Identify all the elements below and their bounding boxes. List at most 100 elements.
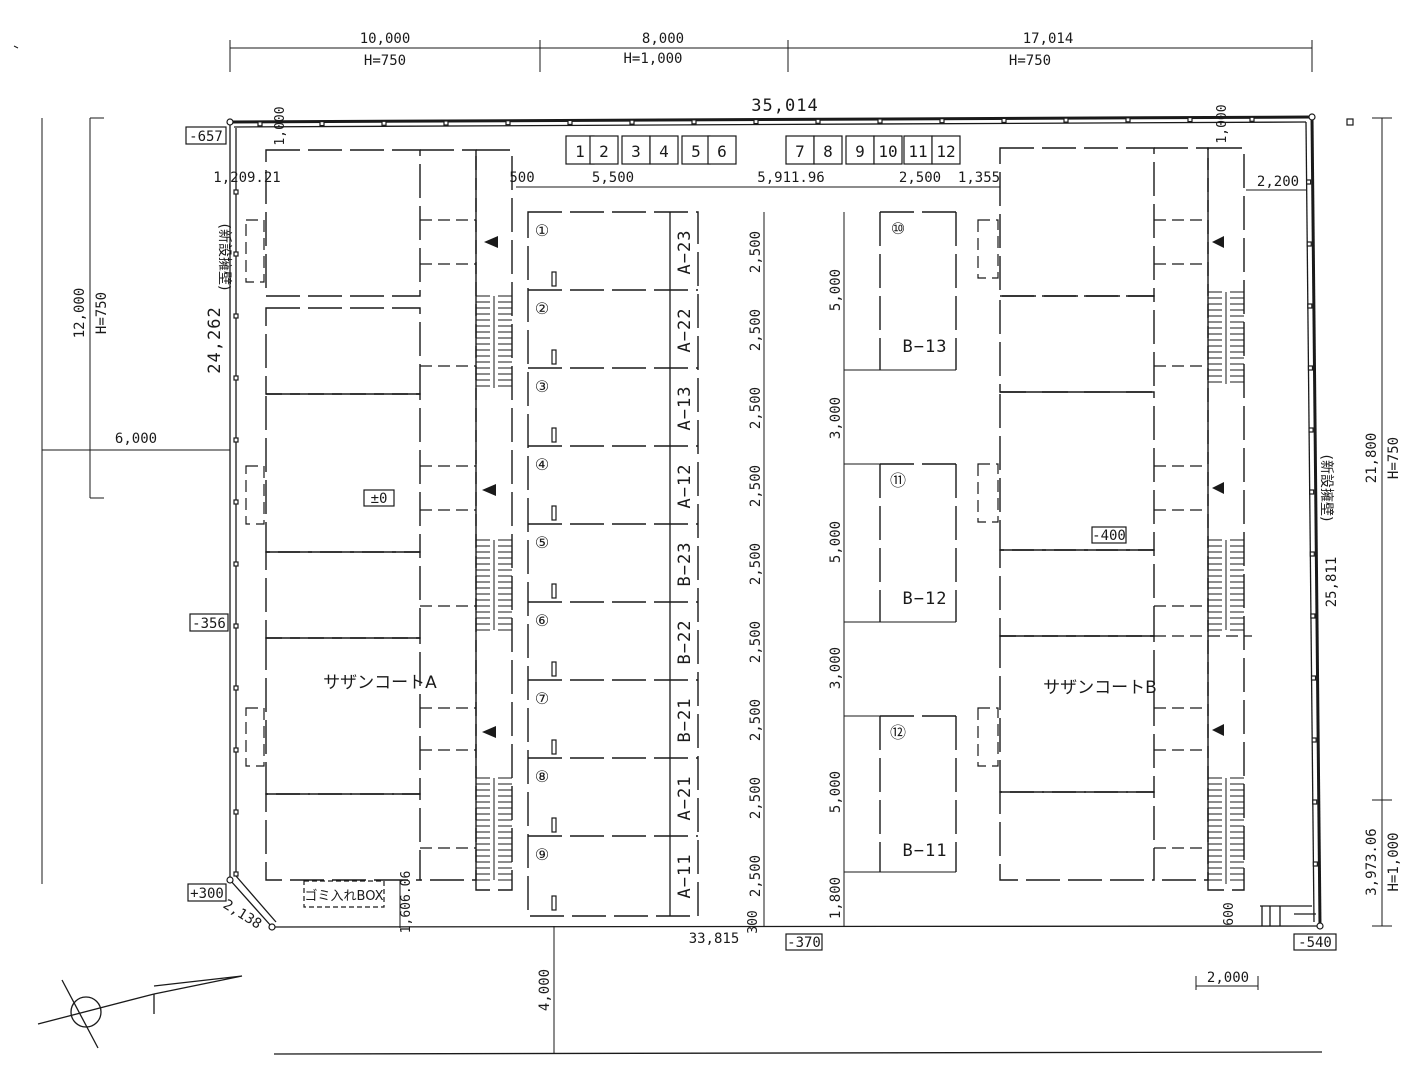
parking-width-4: 2,500 [748,465,764,507]
parking-id-3: A−13 [675,386,695,431]
top-dimension-chain: 10,000 H=750 8,000 H=1,000 17,014 H=750 … [229,31,1313,116]
dim-5911: 5,911.96 [757,170,824,186]
dim-total-width: 35,014 [751,96,818,116]
entrance-arrow-a2 [482,484,496,496]
parking-length-r2: 3,000 [828,397,844,439]
corner-marker-nw [226,118,234,126]
height-top-1: H=750 [364,53,406,69]
parking-width-6: 2,500 [748,621,764,663]
stair-5 [1208,539,1244,631]
top-slot-box-12 [931,135,961,165]
top-slot-label-11: 11 [908,142,927,161]
dim-2200: 2,200 [1257,174,1299,190]
parking-id-8: A−21 [675,776,695,821]
parking-number-r1: ⑩ [891,219,905,238]
parking-number-9: ⑨ [535,845,549,864]
wheel-stop-5 [551,583,557,599]
top-slot-label-10: 10 [878,142,897,161]
wheel-stop-2 [551,349,557,365]
dim-2500: 2,500 [899,170,941,186]
level-nw: -657 [189,129,223,145]
parking-width-7: 2,500 [748,699,764,741]
top-slot-label-12: 12 [936,142,955,161]
stair-6 [1208,777,1244,884]
parking-number-3: ③ [535,377,549,396]
entrance-arrow-a1 [484,236,498,248]
top-slot-box-3 [621,135,651,165]
top-slot-label-6: 6 [717,142,727,161]
parking-number-5: ⑤ [535,533,549,552]
parking-length-r5: 5,000 [828,771,844,813]
dim-right-inner: 25,811 [1324,557,1340,608]
north-arrow-icon [13,45,243,1049]
dim-bottom-total: 33,815 [689,931,740,947]
top-slot-label-5: 5 [691,142,701,161]
dim-left-far: 12,000 [72,288,88,339]
parking-number-r3: ⑫ [890,723,906,742]
building-b: サザンコートB [977,147,1252,891]
parking-width-2: 2,500 [748,309,764,351]
level-sw: +300 [190,886,224,902]
parking-id-r1: B−13 [903,337,948,357]
entrance-arrow-b1 [1212,236,1224,248]
parking-number-4: ④ [535,455,549,474]
top-slot-box-2 [589,135,619,165]
parking-id-9: A−11 [675,854,695,899]
wheel-stop-7 [551,739,557,755]
level-court-b: -400 [1092,528,1126,544]
inner-dimension-row: 500 5,500 5,911.96 2,500 1,355 [509,170,1000,188]
parking-length-r1: 5,000 [828,269,844,311]
parking-number-r2: ⑪ [890,471,906,490]
parking-number-8: ⑧ [535,767,549,786]
height-left-far: H=750 [94,292,110,334]
parking-width-8: 2,500 [748,777,764,819]
top-slot-box-4 [649,135,679,165]
wheel-stop-9 [551,895,557,911]
right-dimensions: 21,800 H=750 3,973.06 H=1,000 25,811 (新設… [1215,104,1402,927]
dim-1606: 1,606.06 [399,871,414,934]
dim-bottom-300: 300 [746,910,761,933]
fence-posts [233,116,1318,877]
stair-3 [476,777,512,881]
parking-length-r6: 1,800 [828,877,844,919]
top-slot-box-1 [565,135,595,165]
top-slot-box-6 [707,135,737,165]
dim-top-2: 8,000 [642,31,684,47]
building-a: サザンコートA ゴミ入れBOX 1,606.06 2,138 [220,149,513,934]
dim-600: 600 [1222,902,1237,925]
top-slot-label-9: 9 [855,142,865,161]
level-court-a: ±0 [371,491,388,507]
dim-left-1000: 1,000 [273,106,288,145]
dim-right-total: 21,800 [1364,433,1380,484]
wheel-stop-3 [551,427,557,443]
level-south: -370 [787,935,821,951]
note-left-wall: (新設擁壁) [216,224,232,291]
dim-5500: 5,500 [592,170,634,186]
level-west: -356 [192,616,226,632]
parking-id-1: A−23 [675,230,695,275]
entrance-arrow-b2 [1212,482,1224,494]
dim-corner: 2,138 [220,897,264,933]
parking-number-6: ⑥ [535,611,549,630]
parking-right: ⑩B−13⑪B−12⑫B−115,0003,0005,0003,0005,000… [828,211,957,926]
corner-marker-sw [268,923,276,931]
wheel-stop-8 [551,817,557,833]
dim-left-offset: 6,000 [115,431,157,447]
parking-width-9: 2,500 [748,855,764,897]
wheel-stop-4 [551,505,557,521]
se-gate: 600 [1222,902,1316,926]
building-a-label: サザンコートA [323,673,437,693]
dim-left-total: 24,262 [205,306,225,373]
top-slot-box-10 [873,135,903,165]
entrance-arrow-b3 [1212,724,1224,736]
stair-hatching [476,291,1244,884]
corner-marker-se [1316,922,1324,930]
dim-1355: 1,355 [958,170,1000,186]
parking-length-r3: 5,000 [828,521,844,563]
corner-marker-w [226,876,234,884]
dim-1209: 1,209.21 [213,170,280,186]
dim-right-bottom: 3,973.06 [1364,828,1380,895]
parking-width-1: 2,500 [748,231,764,273]
